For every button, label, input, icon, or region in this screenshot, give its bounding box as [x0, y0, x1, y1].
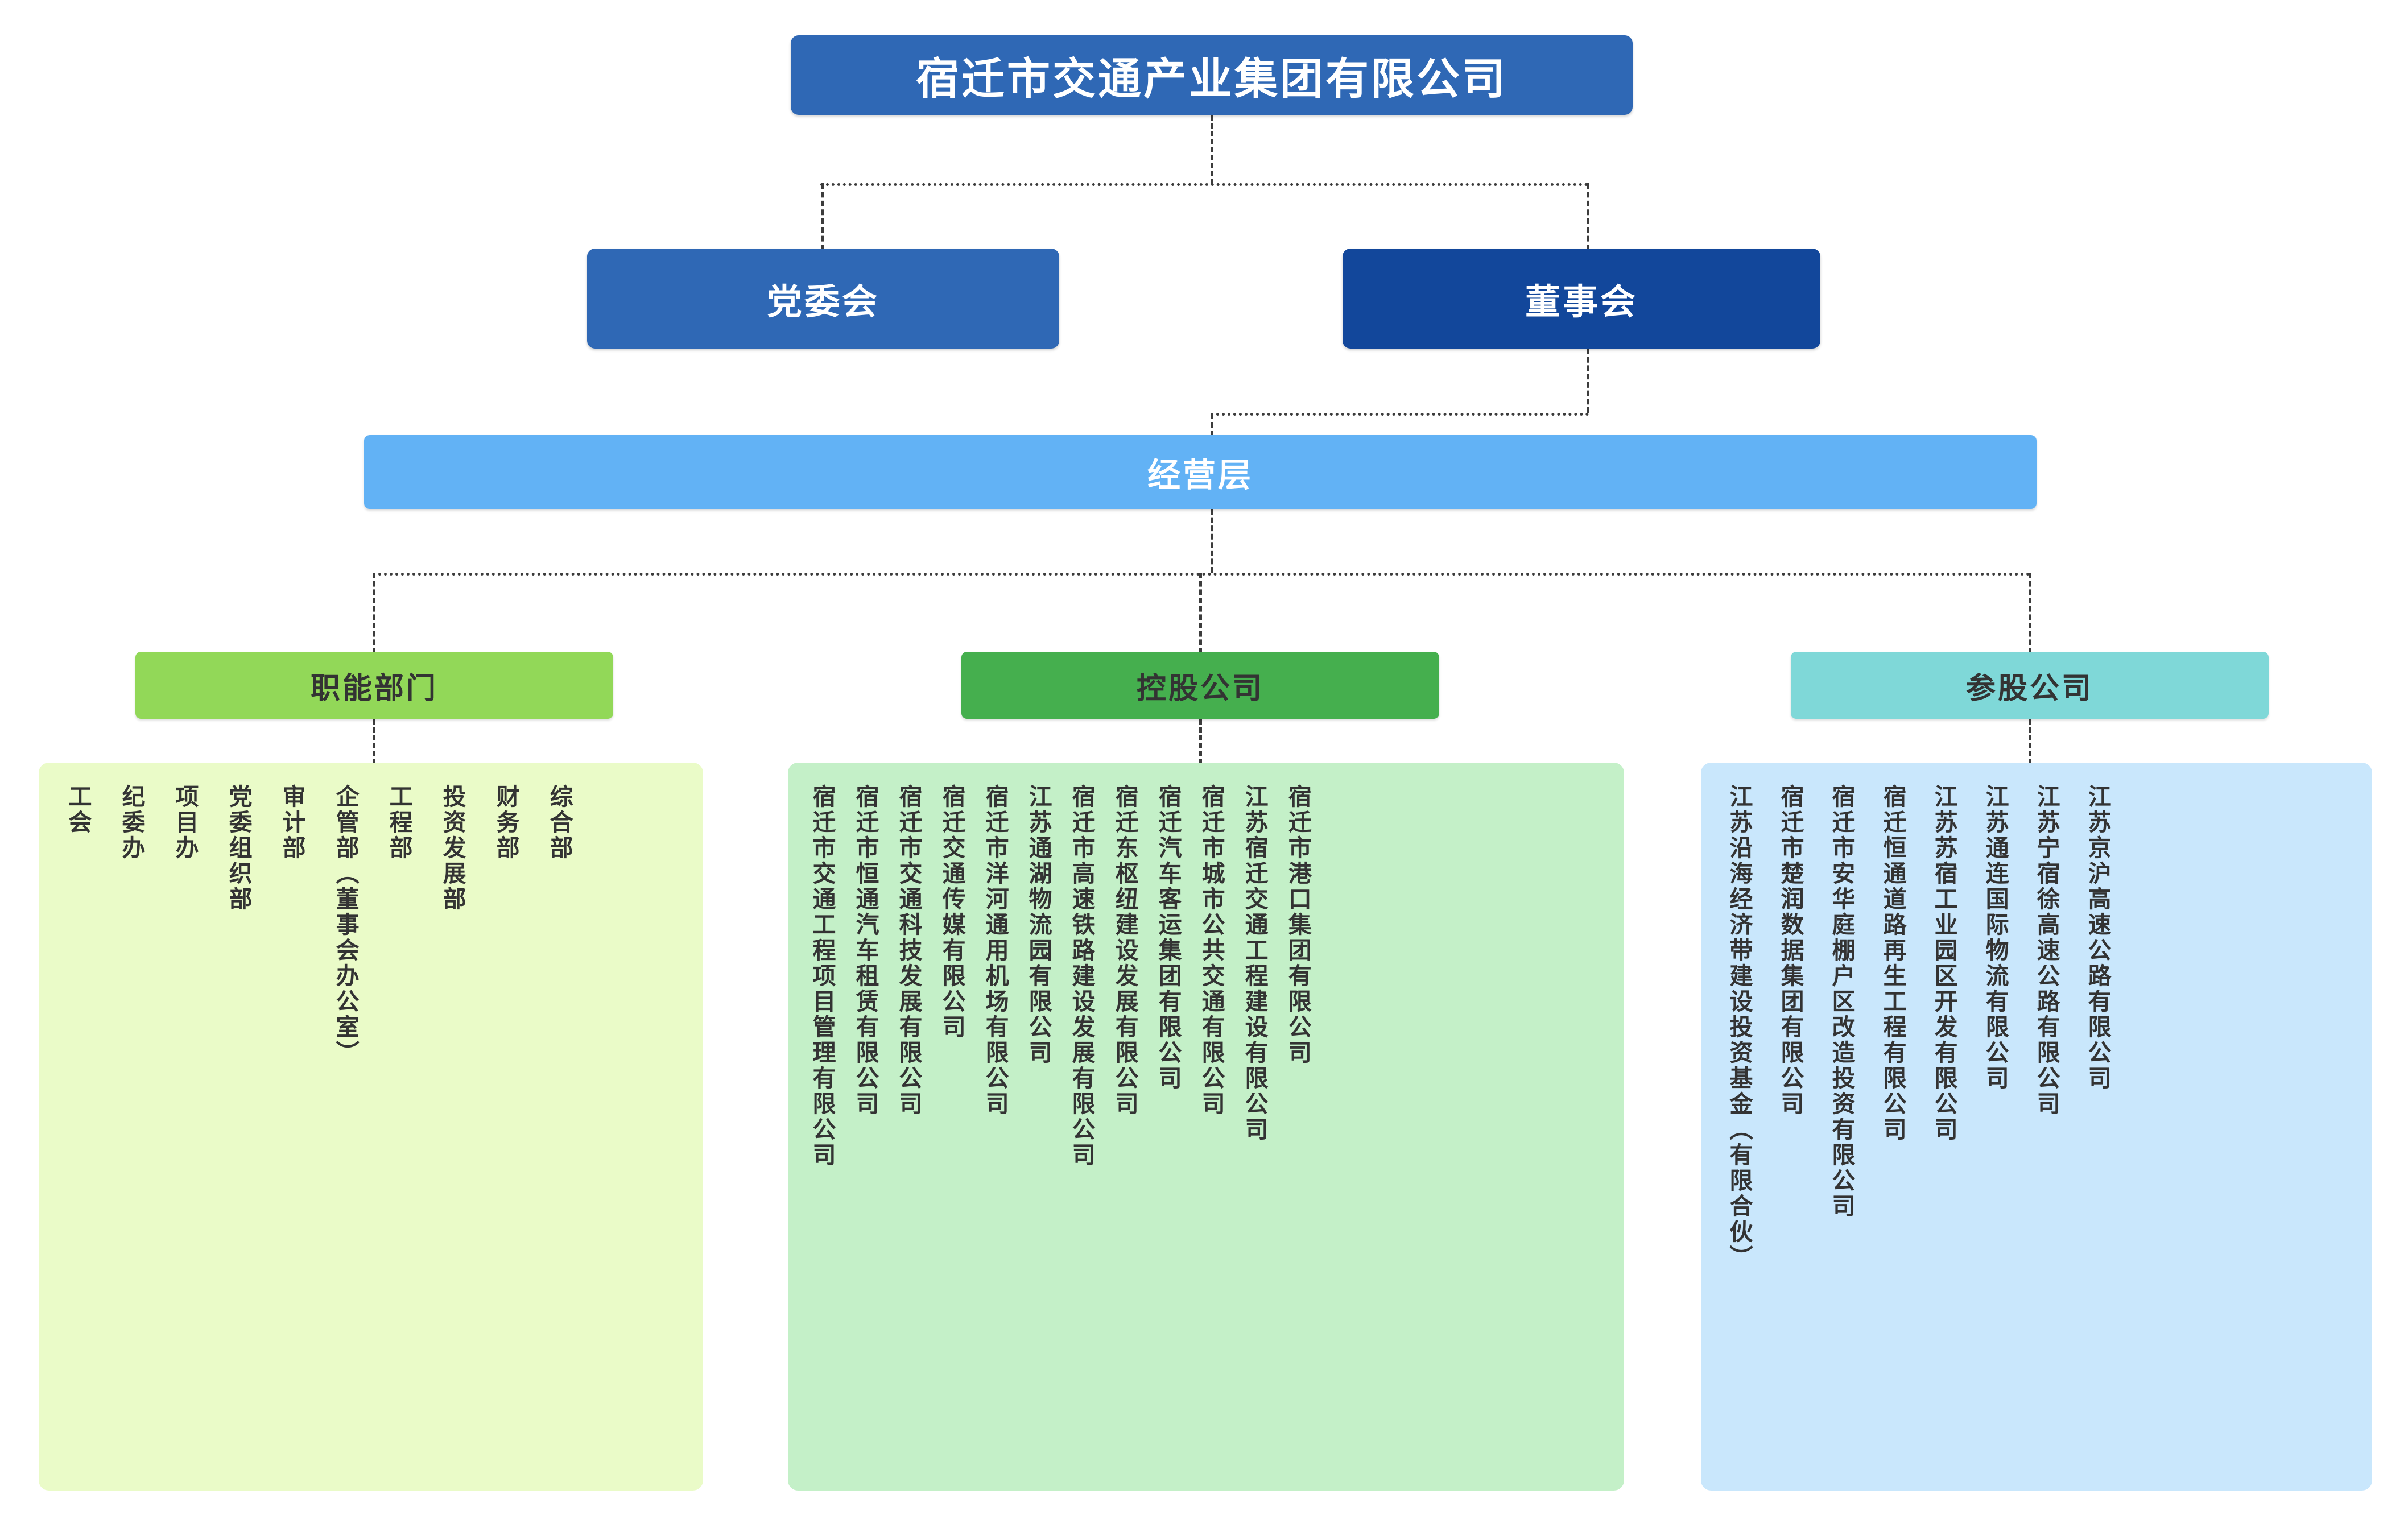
panel-holding-companies: 宿迁市港口集团有限公司 江苏宿迁交通工程建设有限公司 宿迁市城市公共交通有限公司…: [788, 763, 1624, 1491]
list-item[interactable]: 宿迁市楚润数据集团有限公司: [1777, 784, 1804, 1117]
panel-functional-departments: 综合部 财务部 投资发展部 工程部 企管部（董事会办公室） 审计部 党委组织部 …: [39, 763, 703, 1491]
list-item[interactable]: 江苏京沪高速公路有限公司: [2084, 784, 2111, 1091]
group-title-box[interactable]: 宿迁市交通产业集团有限公司: [791, 35, 1633, 115]
list-item[interactable]: 宿迁市洋河通用机场有限公司: [982, 784, 1009, 1117]
list-item[interactable]: 审计部: [279, 784, 305, 861]
list-item[interactable]: 投资发展部: [439, 784, 466, 912]
list-item[interactable]: 宿迁东枢纽建设发展有限公司: [1112, 784, 1138, 1117]
category-header-functional-departments[interactable]: 职能部门: [135, 652, 613, 719]
connector-cat-3-to-panel: [2029, 719, 2031, 764]
connector-level2-bus: [820, 183, 1588, 186]
list-item[interactable]: 宿迁市恒通汽车租赁有限公司: [852, 784, 879, 1117]
list-item[interactable]: 财务部: [493, 784, 519, 861]
connector-down-cat-3: [2029, 573, 2031, 653]
list-item[interactable]: 宿迁恒通道路再生工程有限公司: [1880, 784, 1906, 1143]
list-item[interactable]: 江苏通连国际物流有限公司: [1982, 784, 2009, 1091]
list-item[interactable]: 宿迁市城市公共交通有限公司: [1198, 784, 1225, 1117]
management-layer-box[interactable]: 经营层: [364, 435, 2037, 509]
connector-mgmt-to-categories: [1211, 509, 1213, 573]
connector-board-down: [1587, 349, 1589, 413]
connector-cat-1-to-panel: [373, 719, 375, 764]
category-header-participating-companies[interactable]: 参股公司: [1791, 652, 2269, 719]
list-item[interactable]: 宿迁汽车客运集团有限公司: [1155, 784, 1182, 1091]
panel-participating-companies: 江苏京沪高速公路有限公司 江苏宁宿徐高速公路有限公司 江苏通连国际物流有限公司 …: [1701, 763, 2372, 1491]
list-item[interactable]: 企管部（董事会办公室）: [332, 784, 359, 1066]
list-item[interactable]: 宿迁市高速铁路建设发展有限公司: [1068, 784, 1095, 1168]
connector-mgmt-down: [1211, 413, 1213, 437]
list-item[interactable]: 工程部: [386, 784, 412, 861]
list-item[interactable]: 江苏沿海经济带建设投资基金（有限合伙）: [1726, 784, 1753, 1271]
list-item[interactable]: 江苏通湖物流园有限公司: [1025, 784, 1052, 1066]
list-item[interactable]: 江苏宁宿徐高速公路有限公司: [2033, 784, 2060, 1117]
list-item[interactable]: 项目办: [172, 784, 199, 861]
list-item[interactable]: 宿迁交通传媒有限公司: [939, 784, 965, 1040]
list-item[interactable]: 江苏苏宿工业园区开发有限公司: [1931, 784, 1957, 1143]
connector-down-cat-1: [373, 573, 375, 653]
list-item[interactable]: 党委组织部: [225, 784, 252, 912]
board-of-directors-box[interactable]: 董事会: [1343, 249, 1820, 349]
connector-title-down: [1211, 115, 1213, 184]
list-item[interactable]: 宿迁市交通科技发展有限公司: [895, 784, 922, 1117]
category-header-holding-companies[interactable]: 控股公司: [961, 652, 1439, 719]
list-item[interactable]: 宿迁市安华庭棚户区改造投资有限公司: [1828, 784, 1855, 1219]
connector-cat-2-to-panel: [1199, 719, 1202, 764]
connector-down-board: [1587, 183, 1589, 250]
connector-mgmt-bus: [1211, 413, 1589, 416]
list-item[interactable]: 工会: [65, 784, 92, 835]
list-item[interactable]: 综合部: [546, 784, 573, 861]
list-item[interactable]: 江苏宿迁交通工程建设有限公司: [1241, 784, 1268, 1143]
connector-down-party: [821, 183, 824, 250]
list-item[interactable]: 纪委办: [118, 784, 145, 861]
list-item[interactable]: 宿迁市交通工程项目管理有限公司: [809, 784, 836, 1168]
party-committee-box[interactable]: 党委会: [587, 249, 1059, 349]
connector-down-cat-2: [1199, 573, 1202, 653]
list-item[interactable]: 宿迁市港口集团有限公司: [1284, 784, 1311, 1066]
